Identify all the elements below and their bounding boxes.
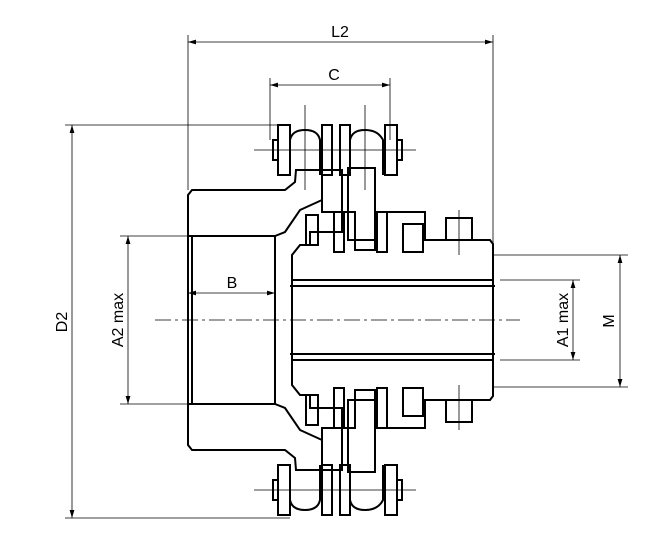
dimension-A1: A1 max: [555, 280, 576, 360]
label-D2: D2: [54, 312, 71, 333]
label-B: B: [227, 275, 238, 292]
dimension-C: C: [270, 67, 390, 88]
dimension-M: M: [601, 255, 623, 387]
label-A1: A1 max: [555, 293, 572, 347]
extension-lines: [65, 35, 628, 519]
label-A2: A2 max: [110, 293, 127, 347]
lower-half-section: [187, 319, 496, 516]
label-M: M: [601, 314, 618, 327]
dimension-L2: L2: [188, 24, 493, 45]
label-C: C: [328, 67, 340, 84]
dimension-B: B: [188, 275, 275, 296]
dimension-A2: A2 max: [110, 236, 131, 404]
label-L2: L2: [331, 24, 349, 41]
dimension-D2: D2: [54, 125, 75, 518]
